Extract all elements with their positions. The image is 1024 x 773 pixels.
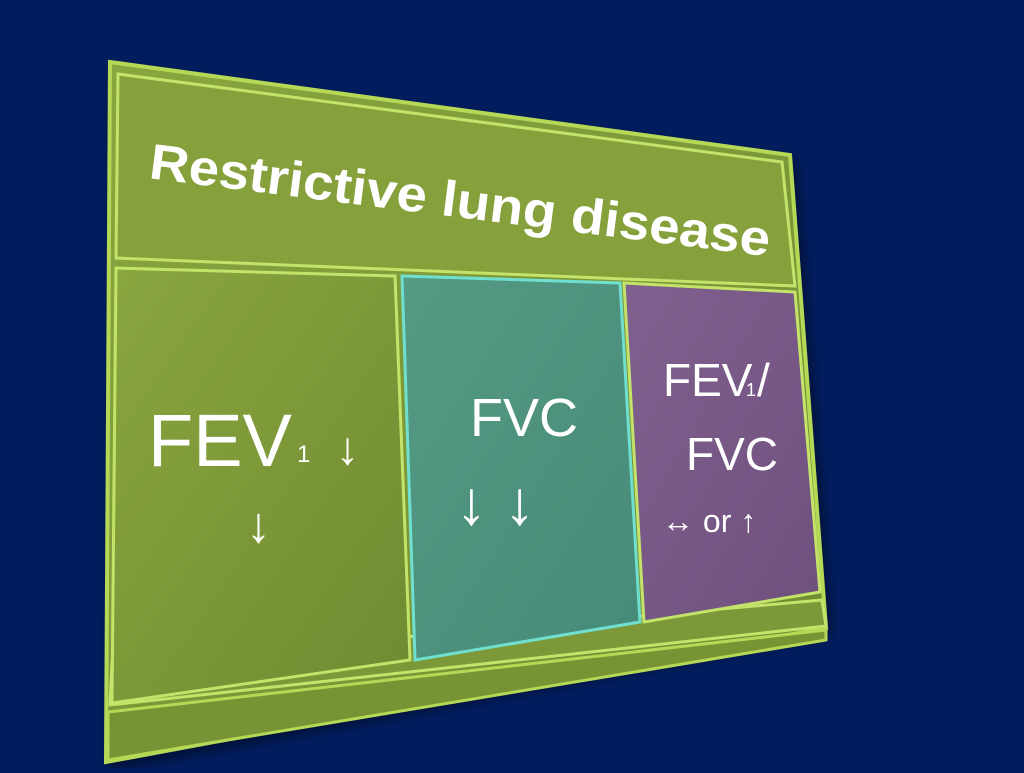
ratio-line1-label: FEV (663, 354, 753, 406)
panel-fev1 (110, 266, 412, 705)
fev1-arrow-down-icon-2: ↓ (246, 497, 271, 553)
fev1-label: FEV (148, 399, 293, 482)
ratio-subscript: 1 (746, 380, 756, 400)
fvc-arrows-down-icon: ↓ ↓ (456, 469, 535, 538)
panel-fev1-fvc-ratio (622, 281, 822, 624)
fev1-subscript: 1 (297, 441, 310, 468)
fvc-label: FVC (470, 388, 578, 448)
fev1-arrow-down-icon: ↓ (336, 422, 359, 474)
fvc-content: FVC ↓ ↓ (456, 388, 578, 538)
bottom-strip-lower (106, 628, 828, 762)
ratio-line2-label: FVC (686, 428, 778, 480)
ratio-content: FEV 1 / FVC ↔ or ↑ (662, 354, 778, 539)
panel-fvc (400, 274, 642, 662)
ratio-line3-label: ↔ or ↑ (662, 503, 756, 539)
title-banner (114, 72, 797, 288)
ratio-slash: / (757, 354, 770, 406)
fev1-content: FEV 1 ↓ ↓ (148, 399, 359, 553)
